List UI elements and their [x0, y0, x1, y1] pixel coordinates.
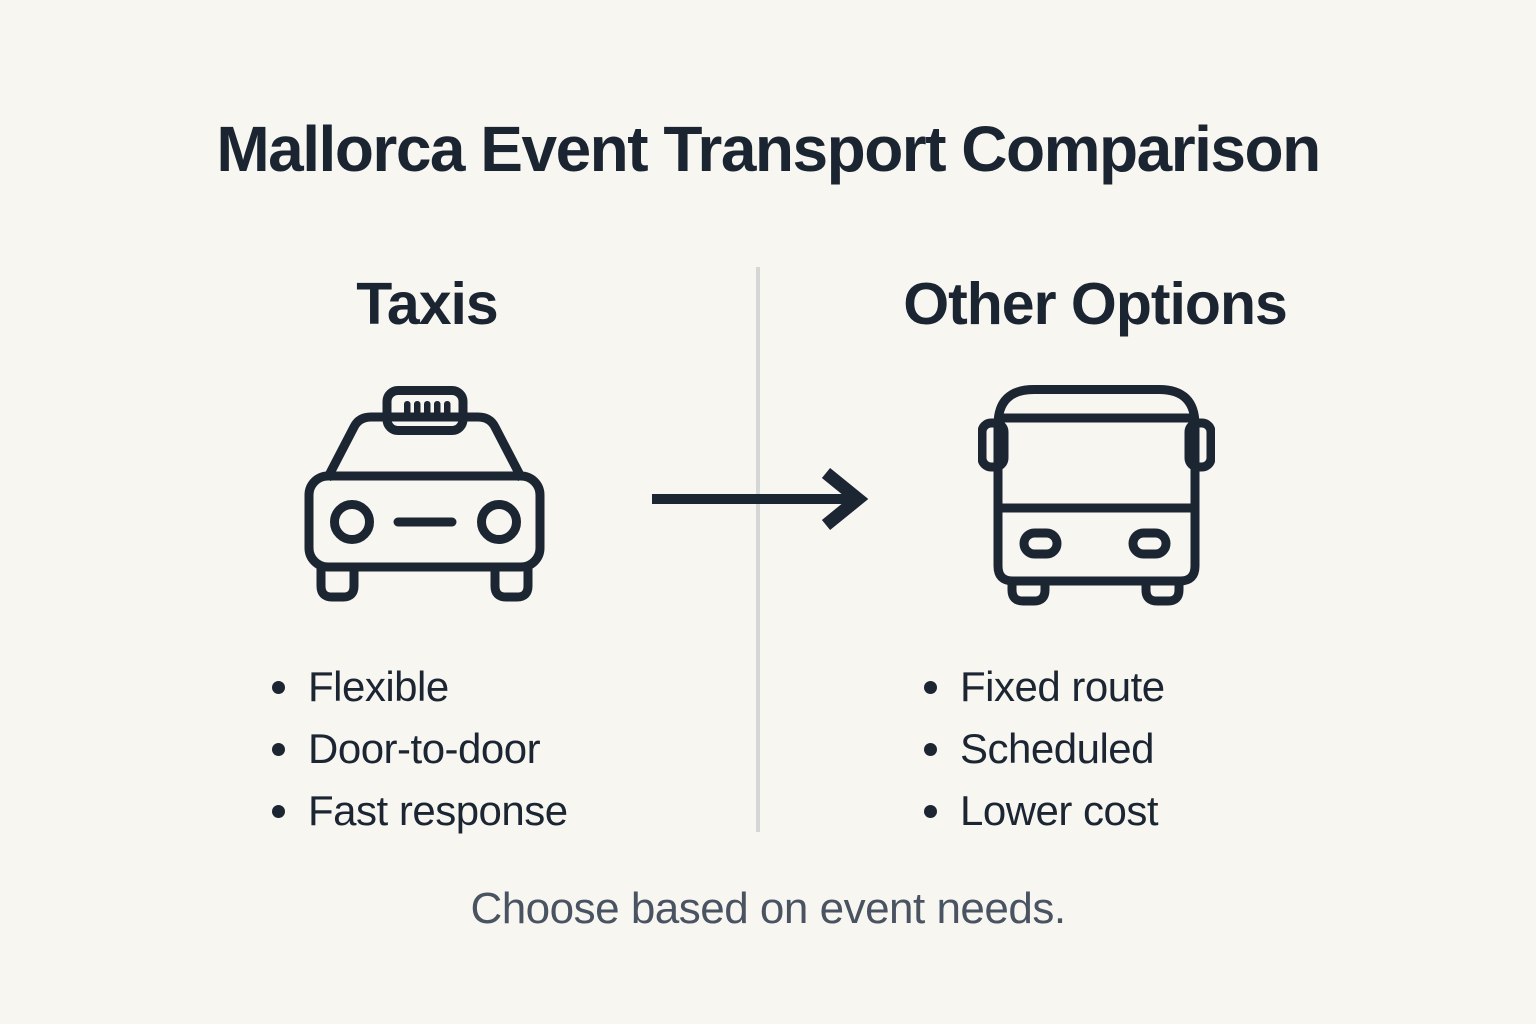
other-options-feature-list: Fixed route Scheduled Lower cost	[924, 656, 1165, 842]
list-item-label: Scheduled	[960, 725, 1155, 772]
list-item-label: Lower cost	[960, 787, 1159, 834]
footer-note: Choose based on event needs.	[470, 884, 1066, 933]
bullet-dot	[272, 804, 285, 818]
list-item-label: Door-to-door	[308, 725, 541, 772]
bullet-dot	[924, 680, 937, 694]
taxis-feature-list: Flexible Door-to-door Fast response	[272, 656, 568, 842]
bullet-dot	[924, 804, 937, 818]
list-item-label: Flexible	[308, 663, 449, 710]
list-item-label: Fast response	[308, 787, 568, 834]
page-title: Mallorca Event Transport Comparison	[216, 113, 1321, 185]
column-heading-taxis: Taxis	[356, 271, 499, 337]
column-heading-other-options: Other Options	[903, 271, 1288, 337]
list-item: Scheduled	[924, 718, 1165, 780]
arrow-right-icon	[650, 467, 868, 531]
vertical-divider	[756, 267, 760, 832]
bullet-dot	[272, 742, 285, 756]
list-item: Fast response	[272, 780, 568, 842]
list-item: Lower cost	[924, 780, 1165, 842]
bullet-dot	[924, 742, 937, 756]
list-item-label: Fixed route	[960, 663, 1165, 710]
list-item: Fixed route	[924, 656, 1165, 718]
bus-icon	[978, 385, 1215, 608]
list-item: Door-to-door	[272, 718, 568, 780]
bullet-dot	[272, 680, 285, 694]
list-item: Flexible	[272, 656, 568, 718]
taxi-icon	[303, 386, 546, 604]
